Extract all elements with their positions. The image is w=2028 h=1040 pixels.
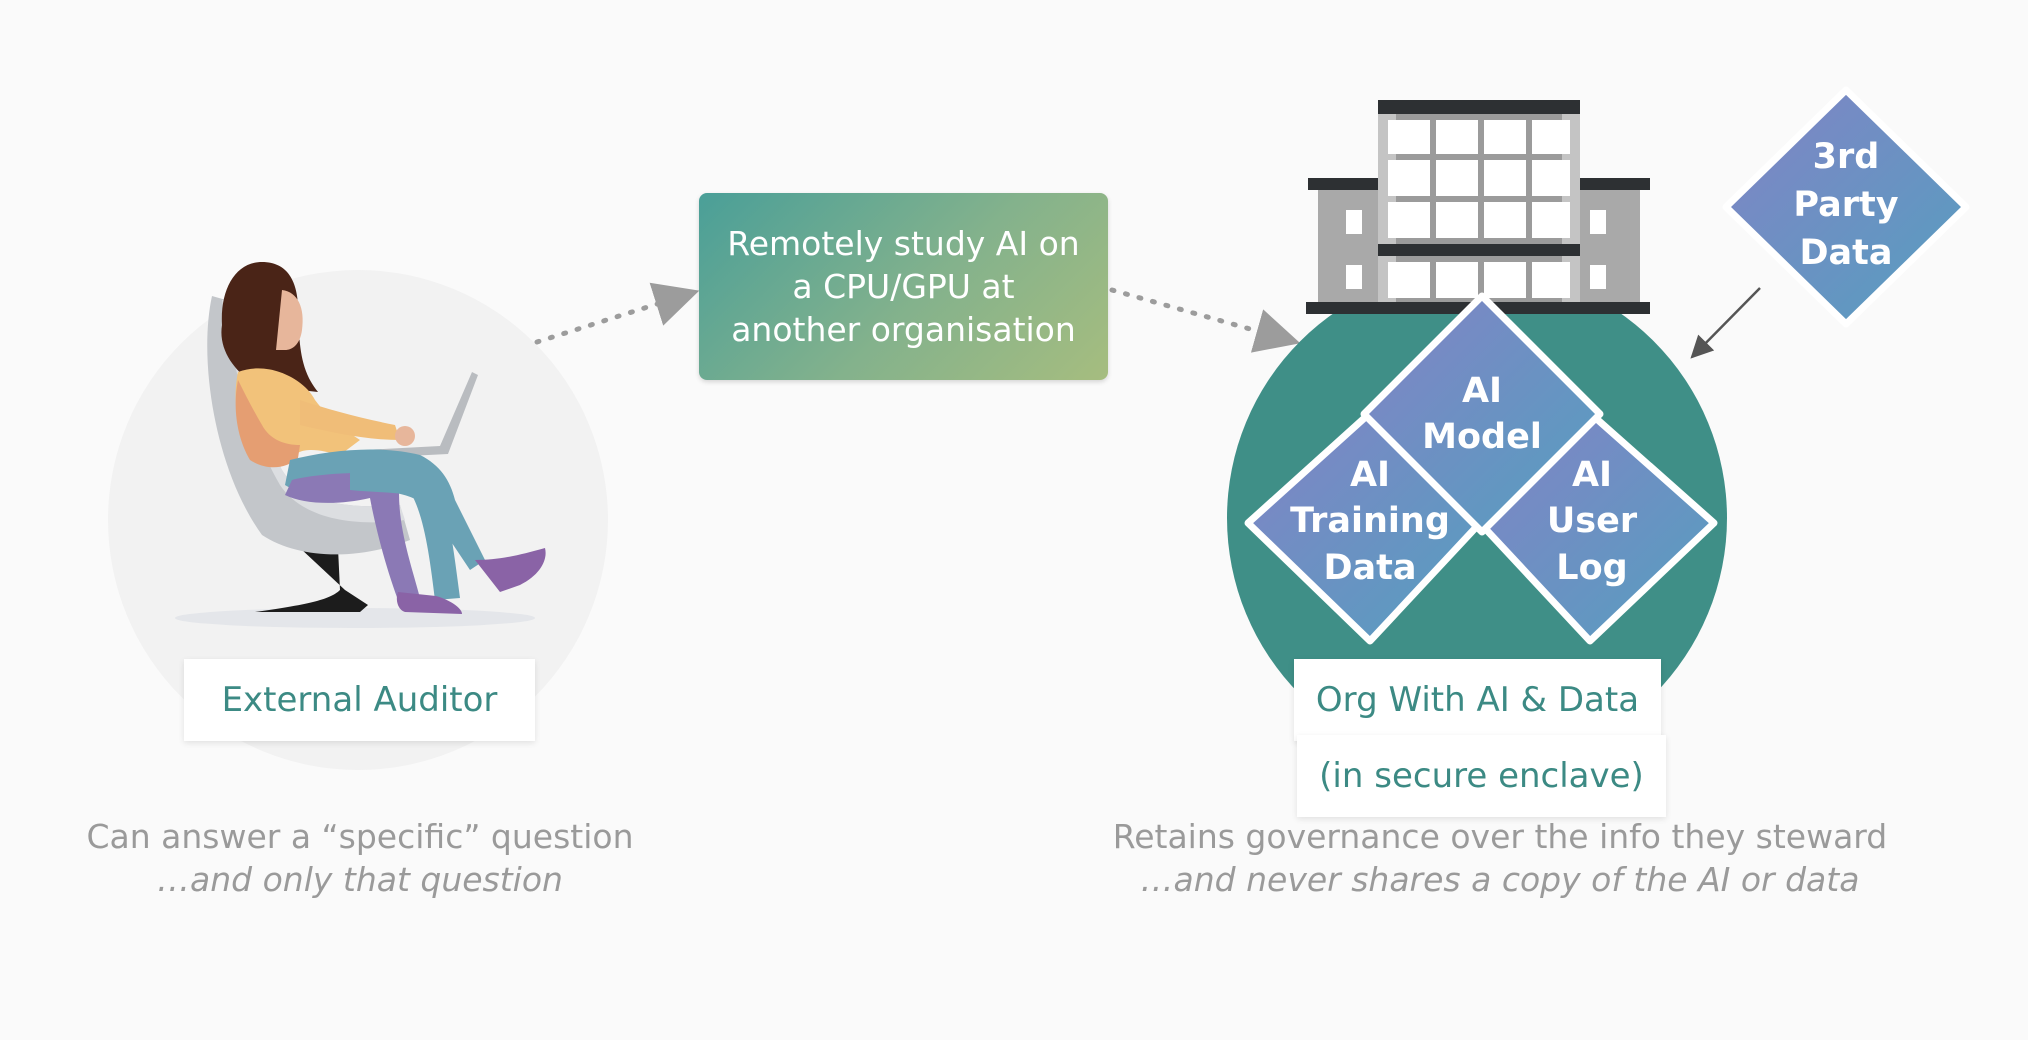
message-line3: another organisation — [731, 310, 1076, 349]
dotted-arrow-message-to-org — [1109, 287, 1301, 353]
training-line2: Training — [1290, 501, 1450, 541]
org-label: Org With AI & Data — [1294, 659, 1661, 741]
training-line3: Data — [1323, 548, 1416, 588]
auditor-caption-line2: …and only that question — [157, 860, 563, 899]
arrow-third-party-to-org — [1690, 287, 1761, 359]
diamond-ai-model: AI Model — [1360, 292, 1604, 536]
user-log-line3: Log — [1556, 548, 1627, 588]
third-party-line3: Data — [1799, 233, 1892, 273]
auditor-caption-line1: Can answer a “specific” question — [86, 817, 634, 856]
auditor-illustration-icon — [175, 262, 546, 628]
ai-model-line2: Model — [1422, 417, 1542, 457]
remote-study-message-box: Remotely study AI on a CPU/GPU at anothe… — [699, 193, 1108, 380]
auditor-label: External Auditor — [184, 659, 535, 741]
message-line1: Remotely study AI on — [727, 224, 1080, 263]
auditor-caption: Can answer a “specific” question …and on… — [60, 815, 660, 901]
org-sublabel: (in secure enclave) — [1297, 735, 1666, 817]
third-party-line1: 3rd — [1813, 137, 1880, 177]
user-log-line1: AI — [1572, 455, 1612, 495]
building-icon — [1306, 100, 1650, 314]
org-caption-line2: …and never shares a copy of the AI or da… — [1140, 860, 1860, 899]
message-line2: a CPU/GPU at — [792, 267, 1015, 306]
org-caption-line1: Retains governance over the info they st… — [1112, 817, 1888, 856]
training-line1: AI — [1350, 455, 1390, 495]
user-log-line2: User — [1547, 501, 1638, 541]
diamond-third-party-data: 3rd Party Data — [1722, 86, 1970, 328]
third-party-line2: Party — [1793, 185, 1898, 225]
dotted-arrow-auditor-to-message — [534, 282, 700, 345]
org-caption: Retains governance over the info they st… — [1090, 815, 1910, 901]
ai-model-line1: AI — [1462, 371, 1502, 411]
